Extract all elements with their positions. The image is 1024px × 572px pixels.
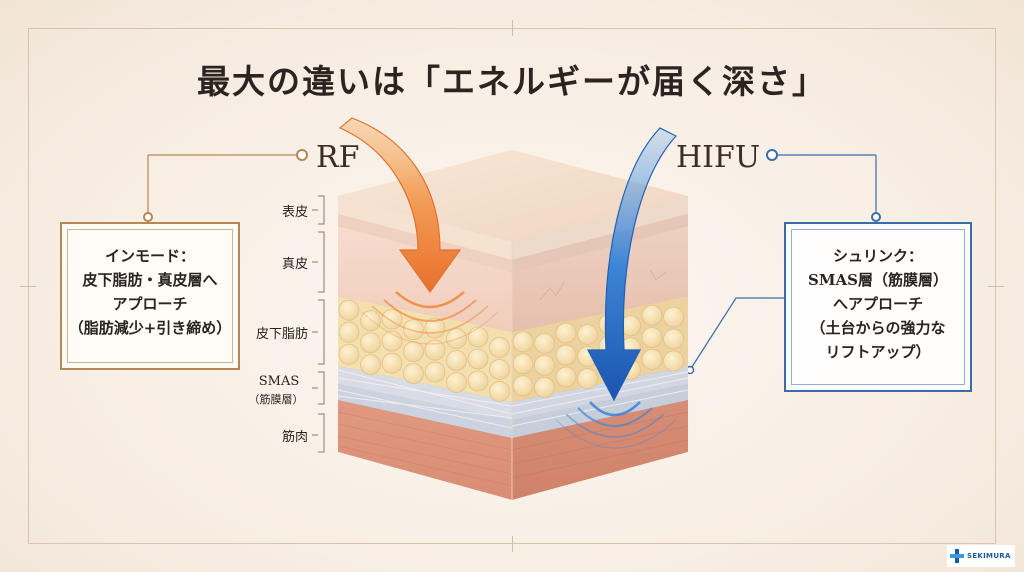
brand-logo-text: SEKIMURA	[967, 552, 1011, 560]
fat-globule	[424, 361, 446, 383]
fat-globule	[512, 331, 534, 353]
fat-globule	[360, 332, 381, 354]
fat-globule	[534, 354, 555, 376]
frame-tick	[512, 536, 513, 552]
layer-brackets	[312, 195, 325, 453]
frame-tick	[512, 20, 513, 36]
fat-globule	[512, 375, 534, 397]
hifu-callout-line: リフトアップ）	[825, 343, 931, 361]
rf-callout-line: インモード：	[104, 247, 195, 265]
hifu-connector	[689, 154, 877, 371]
fat-globule	[403, 363, 424, 385]
fat-globule	[467, 348, 489, 370]
rf-callout-line: アプローチ	[112, 295, 188, 313]
fat-globule	[512, 353, 534, 375]
fat-globule	[555, 322, 577, 344]
layer-label-smas: SMAS	[258, 374, 300, 389]
frame-tick	[20, 286, 36, 287]
layer-label-subcutaneous-fat: 皮下脂肪	[255, 327, 308, 342]
fat-globule	[489, 337, 510, 358]
rf-callout: インモード： 皮下脂肪・真皮層へ アプローチ （脂肪減少+引き締め）	[60, 222, 240, 370]
page-title: 最大の違いは「エネルギーが届く深さ」	[197, 62, 827, 101]
rf-connector-dot	[296, 149, 308, 161]
hifu-callout: シュリンク： SMAS層（筋膜層） へアプローチ （土台からの強力な リフトアッ…	[784, 222, 972, 392]
fat-globule	[403, 341, 424, 363]
fat-globule	[534, 376, 555, 398]
hifu-arrow	[587, 127, 677, 402]
rf-callout-line: 皮下脂肪・真皮層へ	[82, 271, 218, 289]
fat-globule	[577, 368, 598, 389]
fat-globule	[663, 328, 684, 350]
fat-globule	[467, 370, 489, 392]
fat-globule	[641, 348, 663, 370]
brand-logo: SEKIMURA	[947, 545, 1015, 567]
hifu-callout-dot	[871, 212, 881, 222]
fat-globule	[641, 326, 663, 348]
fat-globule	[641, 304, 663, 326]
fat-globule	[577, 324, 598, 345]
hifu-label: HIFU	[676, 140, 761, 175]
fat-globule	[446, 328, 467, 349]
hifu-connector-dot	[766, 149, 778, 161]
fat-globule	[446, 350, 467, 371]
fat-globule	[338, 299, 360, 321]
fat-globule	[338, 321, 360, 343]
rf-label: RF	[316, 140, 360, 175]
hifu-callout-line: シュリンク：	[832, 247, 923, 265]
fat-globule	[381, 330, 403, 352]
rf-arrow	[338, 117, 462, 294]
fat-globule	[489, 381, 510, 402]
fat-globule	[663, 350, 684, 372]
fat-globules-front	[338, 299, 510, 402]
fat-globule	[338, 343, 360, 365]
fat-globule	[467, 326, 489, 348]
fat-globule	[360, 354, 381, 376]
fat-globule	[403, 319, 424, 341]
layer-label-muscle: 筋肉	[281, 430, 308, 445]
hifu-energy-waves	[555, 401, 677, 449]
fat-globule	[663, 306, 684, 328]
hifu-callout-line: SMAS層（筋膜層）	[808, 271, 948, 289]
rf-callout-dot	[143, 212, 153, 222]
fat-globule	[555, 366, 577, 388]
hifu-callout-line: へアプローチ	[832, 295, 923, 313]
fat-globule	[534, 332, 555, 354]
fat-globule	[424, 339, 446, 361]
layer-label-dermis: 真皮	[281, 257, 308, 272]
layer-label-smas-sub: （筋膜層）	[248, 393, 304, 406]
fat-globule	[555, 344, 577, 366]
fat-globule	[381, 352, 403, 374]
rf-connector	[147, 154, 296, 214]
frame-tick	[988, 286, 1004, 287]
fat-globule	[360, 310, 381, 332]
rf-callout-line: （脂肪減少+引き締め）	[68, 319, 232, 337]
fat-globule	[489, 359, 510, 380]
layer-label-epidermis: 表皮	[281, 205, 308, 220]
rf-energy-waves	[361, 291, 499, 345]
fat-globule	[446, 372, 467, 393]
hifu-callout-line: （土台からの強力な	[810, 319, 946, 337]
cross-logo-icon	[950, 549, 964, 563]
